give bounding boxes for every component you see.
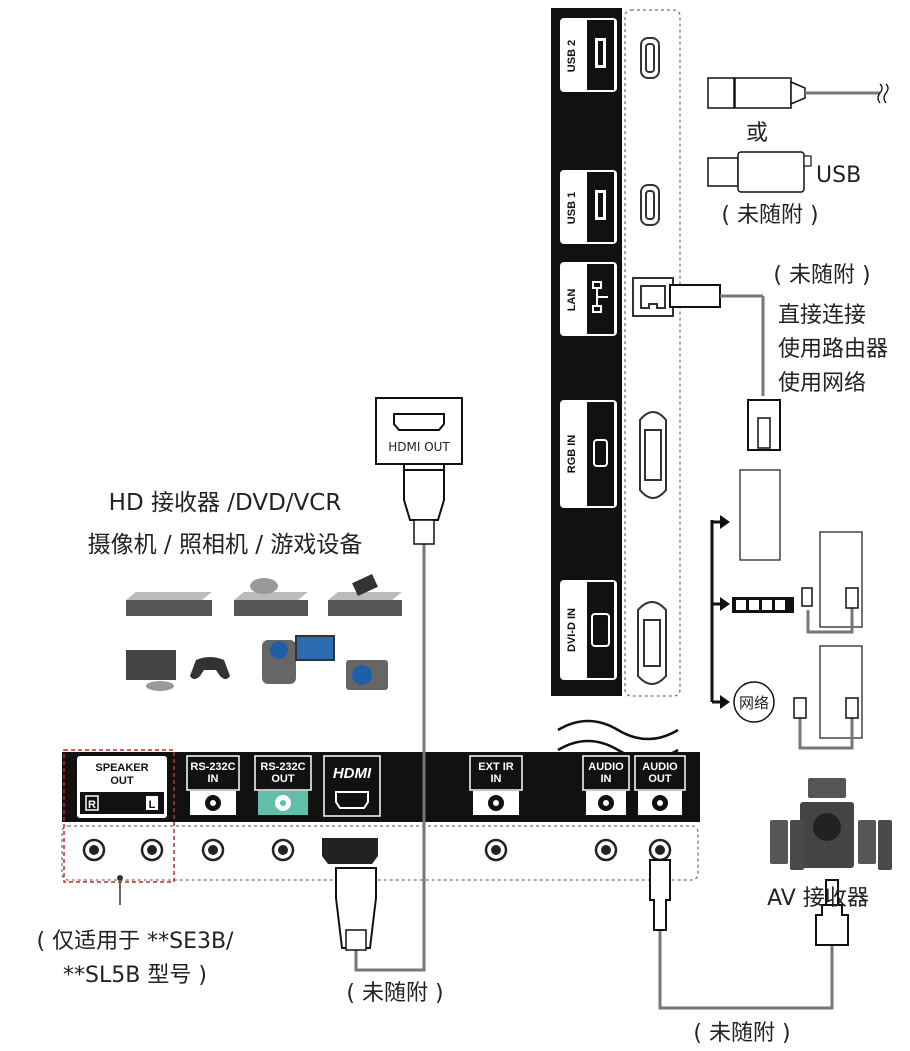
rgb-in-port-block: RGB IN [560,400,617,508]
hdmi-cable [335,469,445,972]
side-panel: USB 2 USB 1 LAN R [551,8,622,696]
side-physical-sockets [632,37,674,685]
lan-network-label: 使用网络 [778,371,866,396]
usb-label: USB [816,163,861,188]
network-label: 网络 [739,694,769,712]
hdmi-not-included: ( 未随附 ) [346,981,443,1006]
usb2-label: USB 2 [566,40,578,72]
rgb-in-label: RGB IN [566,435,578,474]
model-note-line2: **SL5B 型号 ) [63,963,207,988]
hdmi-logo: HDMI [333,765,372,782]
audio-not-included: ( 未随附 ) [693,1021,790,1046]
usb2-port-block: USB 2 [560,18,617,92]
source-devices-line2: 摄像机 / 照相机 / 游戏设备 [88,532,363,558]
lan-port-block: LAN [560,262,617,336]
pc-tower-icon [739,469,863,739]
av-receiver-speakers [770,778,892,870]
lan-direct-label: 直接连接 [778,303,866,328]
network-icon [592,281,608,313]
usb1-label: USB 1 [566,192,578,224]
vga-socket-icon [593,439,608,467]
lan-router-label: 使用路由器 [778,337,888,362]
dvi-in-label: DVI-D IN [566,608,578,652]
bottom-physical-sockets [82,838,672,864]
av-receiver-label: AV 接收器 [767,886,869,911]
lan-not-included: ( 未随附 ) [773,263,870,288]
or-label: 或 [746,121,768,146]
audio-cable [649,859,849,1010]
usb-cable-icon [707,77,889,109]
hdmi-out-device: HDMI OUT [375,397,463,471]
bottom-connector-outline [61,825,699,881]
usb1-port-block: USB 1 [560,170,617,244]
lan-topology: 网络 [710,469,863,750]
usb-flash-drive-icon [707,151,812,193]
dvi-socket-icon [591,613,610,647]
source-device-icons [126,574,402,691]
speaker-l-label: L [149,799,156,811]
side-connector-outline [624,9,681,697]
hdmi-socket-icon [335,791,369,809]
hdmi-port-block: HDMI [323,755,381,817]
hdmi-out-label: HDMI OUT [388,440,450,454]
model-note-line1: ( 仅适用于 **SE3B/ [37,929,235,954]
dvi-in-port-block: DVI-D IN [560,580,617,680]
lan-label: LAN [566,289,578,312]
model-specific-highlight [63,749,175,883]
usb-not-included: ( 未随附 ) [721,203,818,228]
lan-cable [669,284,781,451]
source-devices-line1: HD 接收器 /DVD/VCR [109,490,342,516]
speaker-r-label: R [88,799,96,811]
hub-icon [732,597,794,613]
